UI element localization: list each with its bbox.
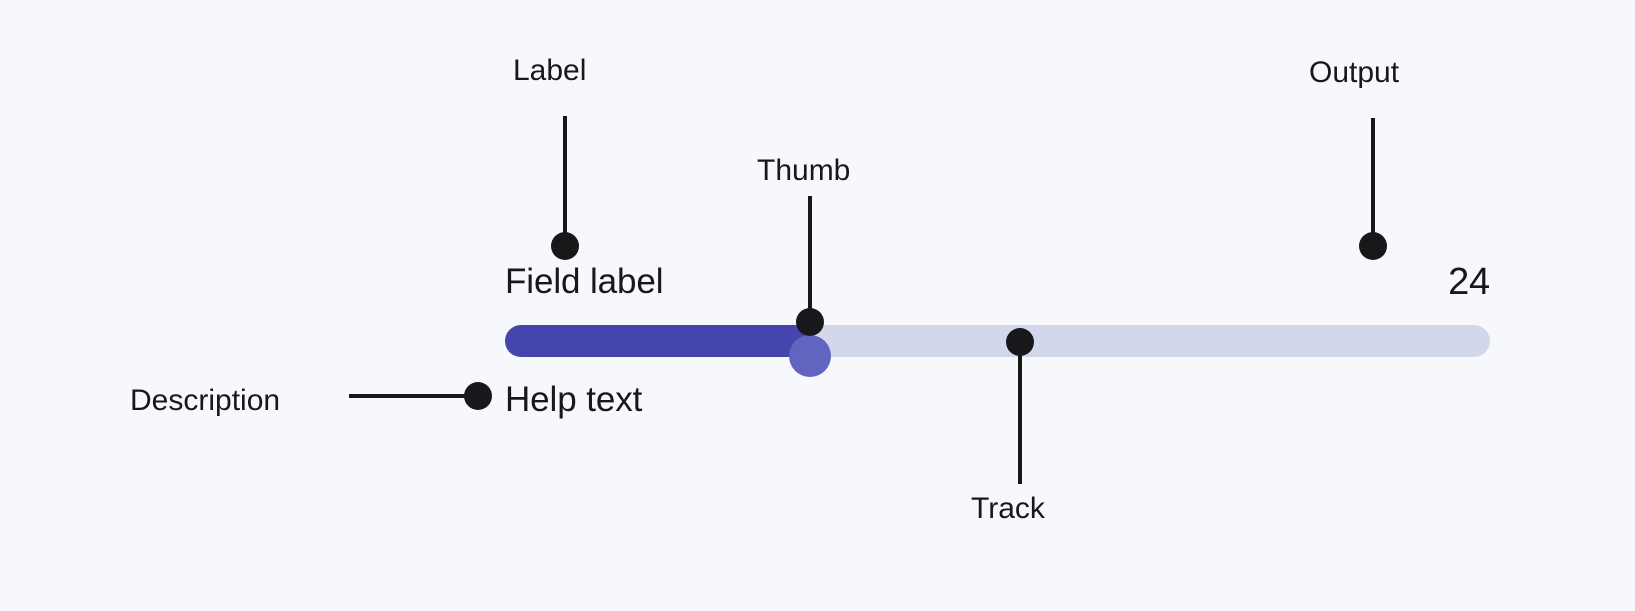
callout-thumb-leader-line — [808, 196, 812, 330]
callout-track-leader-line — [1018, 348, 1022, 484]
callout-description-dot — [464, 382, 492, 410]
callout-output-leader-line — [1371, 118, 1375, 248]
callout-description-leader-line — [349, 394, 476, 398]
help-text: Help text — [505, 380, 643, 419]
callout-thumb-label: Thumb — [757, 154, 851, 187]
slider-thumb[interactable] — [789, 335, 832, 377]
output-value: 24 — [1448, 261, 1490, 303]
callout-track-label: Track — [971, 492, 1045, 525]
slider-track-fill — [505, 325, 811, 357]
callout-label-leader-line — [563, 116, 567, 248]
slider-track[interactable] — [505, 325, 1490, 357]
callout-description-label: Description — [130, 384, 281, 417]
callout-thumb-dot — [796, 308, 824, 336]
callout-output-dot — [1359, 232, 1387, 260]
field-label: Field label — [505, 262, 664, 301]
callout-label-label: Label — [513, 54, 587, 87]
callout-label-dot — [551, 232, 579, 260]
callout-output-label: Output — [1309, 56, 1400, 89]
